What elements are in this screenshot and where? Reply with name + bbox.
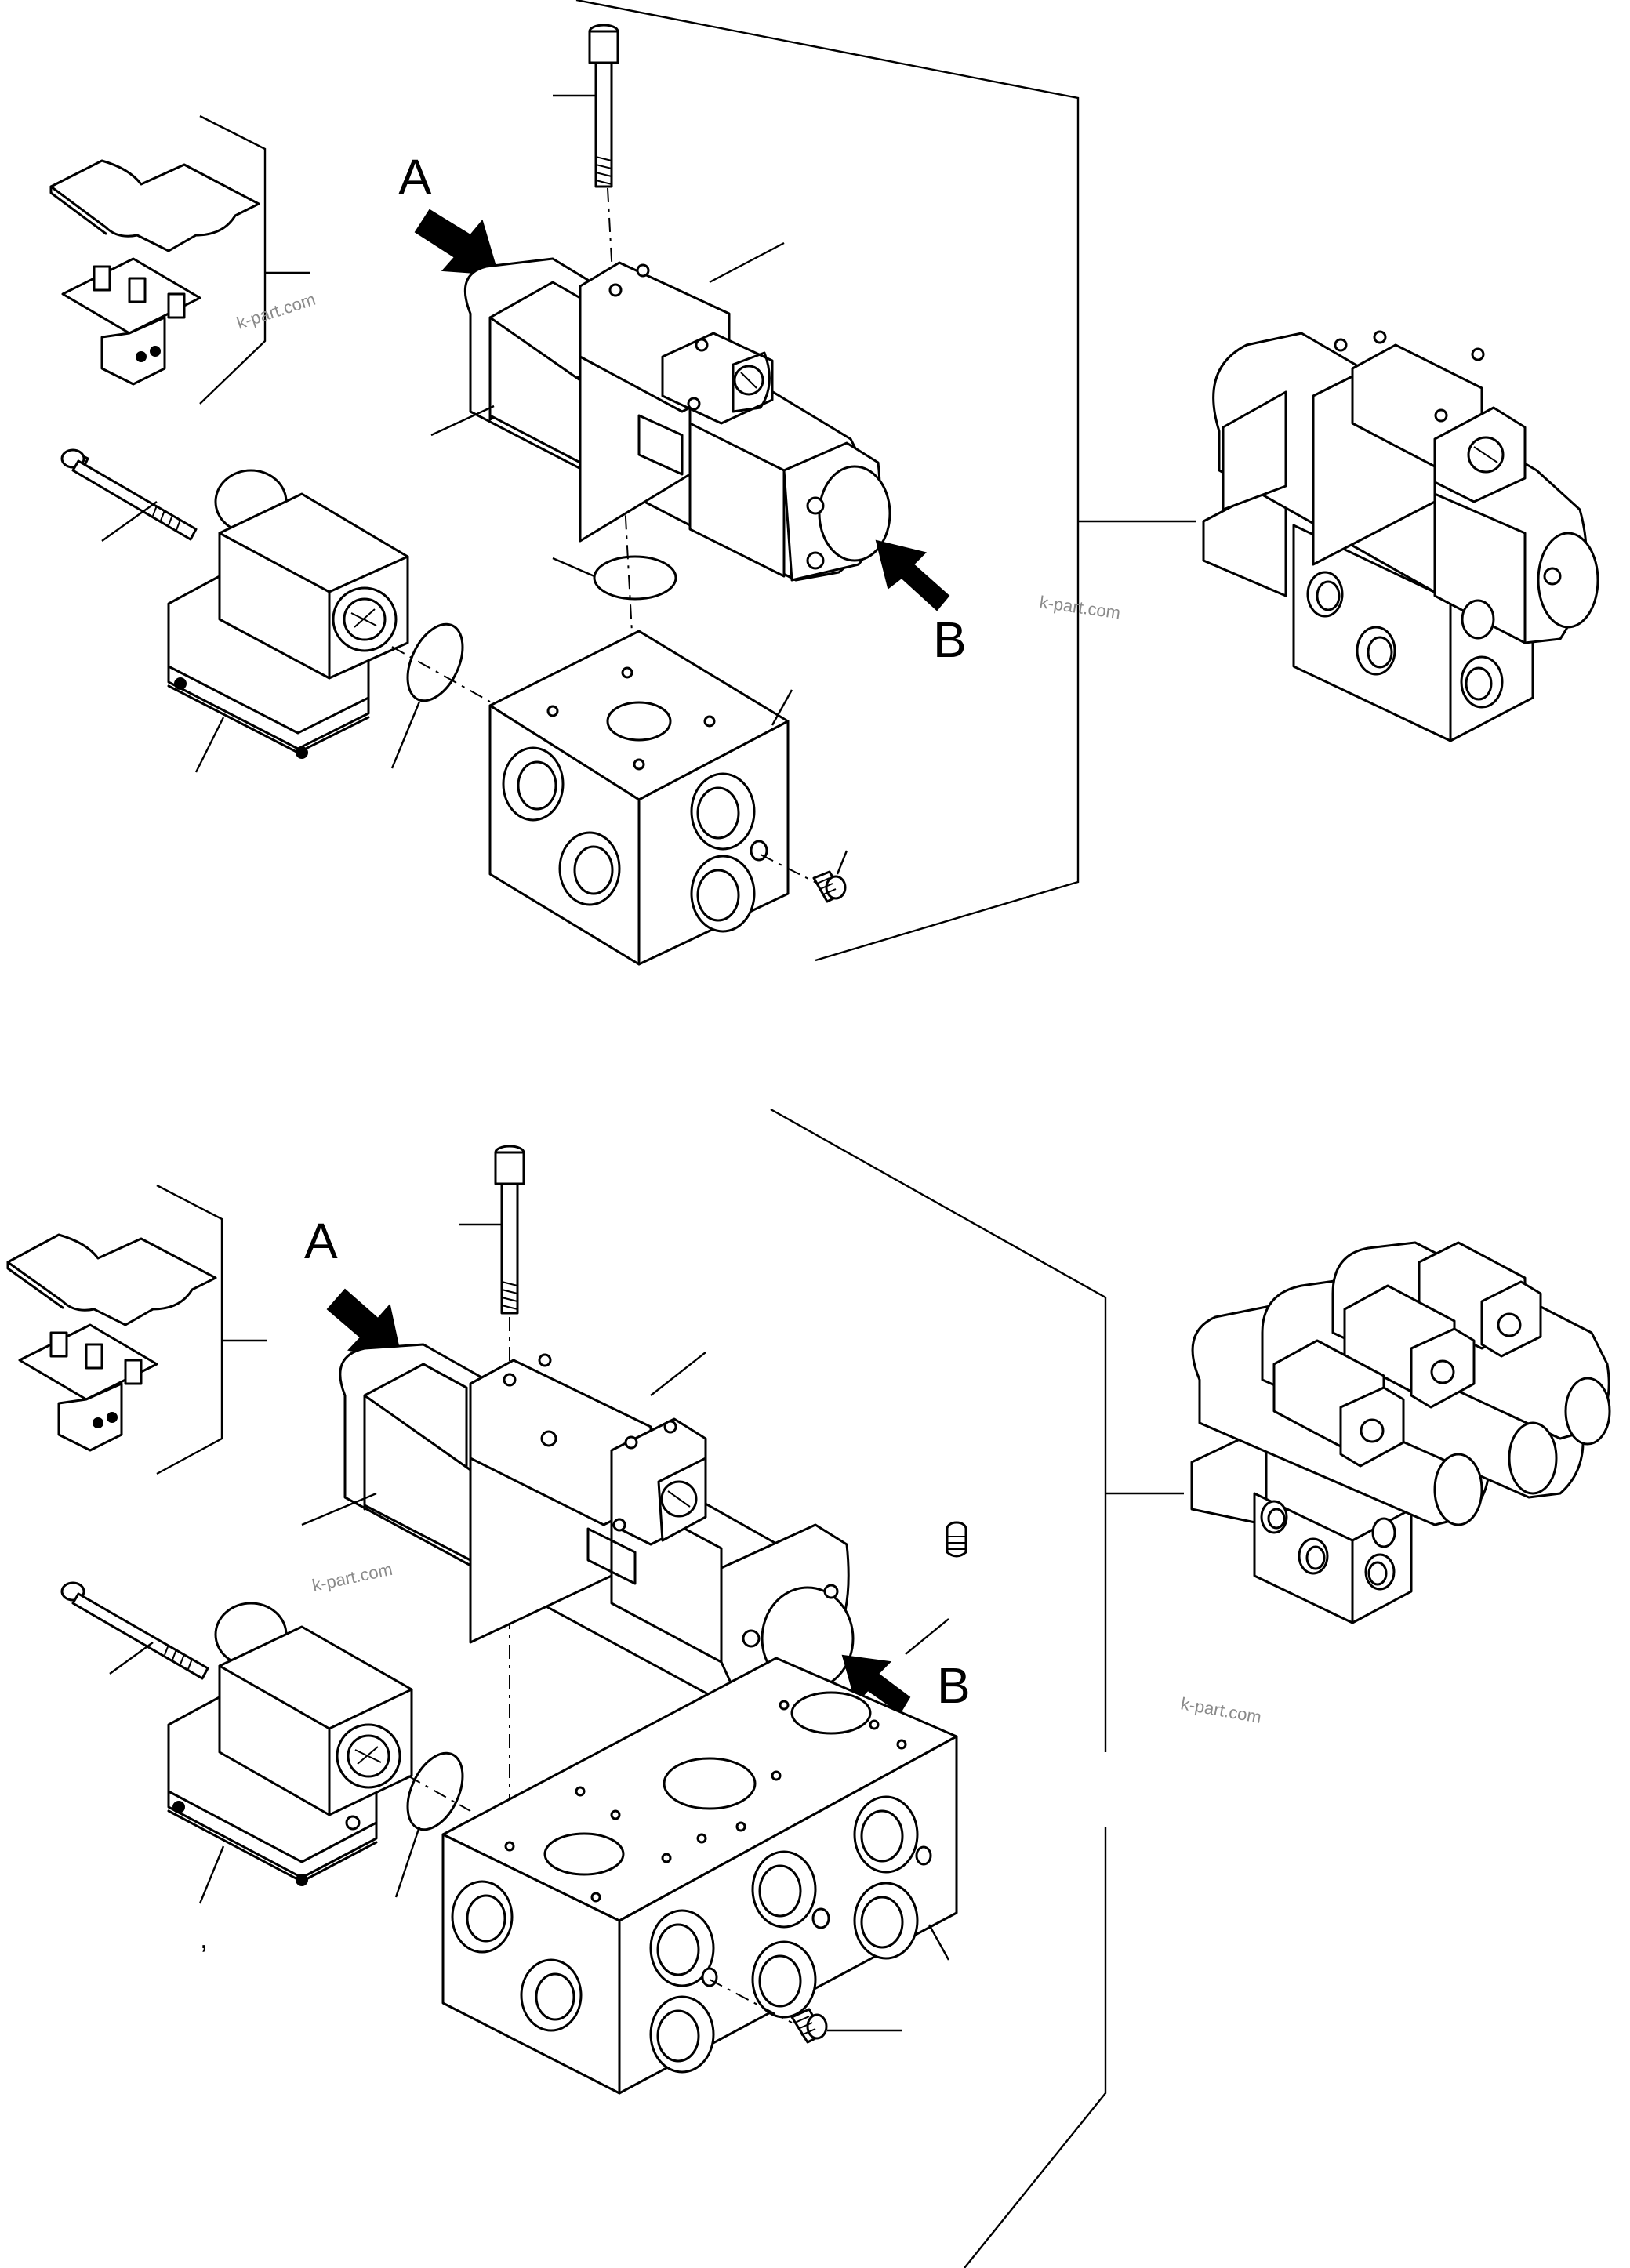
bottom-solenoid-valve [339,1343,855,1726]
bottom-coil-leader [198,1845,225,1904]
bottom-bolt2-leader [109,1642,154,1675]
top-solenoid-coil [60,448,409,759]
top-manifold-block [488,630,790,966]
top-pilot-leader [709,241,785,284]
top-bolt [588,24,619,188]
top-arrow-b [875,539,950,611]
bottom-solenoid-coil [60,1581,413,1886]
bottom-label-b: B [937,1657,971,1714]
top-plug-leader [836,850,848,875]
top-coil-leader [194,717,225,773]
bottom-valve-leader [301,1492,377,1526]
top-assembled-view [1202,330,1599,742]
top-cover-plate-edge [49,185,107,235]
bottom-pilot-leader [650,1352,706,1396]
top-arrow-a [414,209,499,276]
bottom-upper-plug [946,1521,967,1558]
top-side-axis [391,646,491,702]
top-plug [812,870,847,903]
bottom-assembly: A [6,1108,1611,2268]
bottom-bracket-lower [964,1827,1107,2268]
bottom-stray-comma: , [200,1922,208,1954]
top-pad-bracket [199,114,267,405]
top-o-ring [593,555,677,601]
bottom-assembled-view [1190,1241,1611,1624]
bottom-pad-bracket [156,1184,223,1475]
bottom-lower-plug [790,2008,828,2044]
bottom-block-leader [928,1924,950,1961]
bottom-bracket-upper [770,1108,1107,1752]
top-label-a: A [398,149,432,205]
bottom-terminal-block [18,1323,158,1452]
top-o-ring-leader [552,557,595,578]
top-label-b: B [933,611,967,668]
top-solenoid-valve [463,257,891,582]
top-assembly: A B [49,0,1599,966]
top-side-o-ring-leader [390,701,421,769]
bottom-arrow-b-line [905,1618,949,1655]
top-watermark-left: k-part.com [234,289,318,333]
bottom-manifold-block [441,1657,958,2095]
top-side-o-ring [406,622,464,702]
bottom-side-axis [407,1775,471,1812]
bottom-cover-plate-edge [6,1261,64,1309]
top-cover-plate [49,159,260,252]
bottom-watermark-right: k-part.com [1179,1693,1263,1727]
bottom-side-o-ring-leader [394,1826,421,1898]
bottom-label-a: A [304,1213,338,1269]
bottom-bolt [494,1145,525,1315]
top-bolt2-leader [101,501,158,542]
top-valve-leader [430,405,495,437]
top-watermark-right: k-part.com [1038,592,1121,622]
bottom-side-o-ring [406,1751,464,1831]
top-plug-axis [760,854,820,885]
top-terminal-block [61,257,201,386]
top-block-leader [771,689,793,726]
bottom-cover-plate [6,1233,217,1326]
bottom-watermark-left: k-part.com [310,1559,394,1595]
top-bracket-line [575,0,1080,962]
